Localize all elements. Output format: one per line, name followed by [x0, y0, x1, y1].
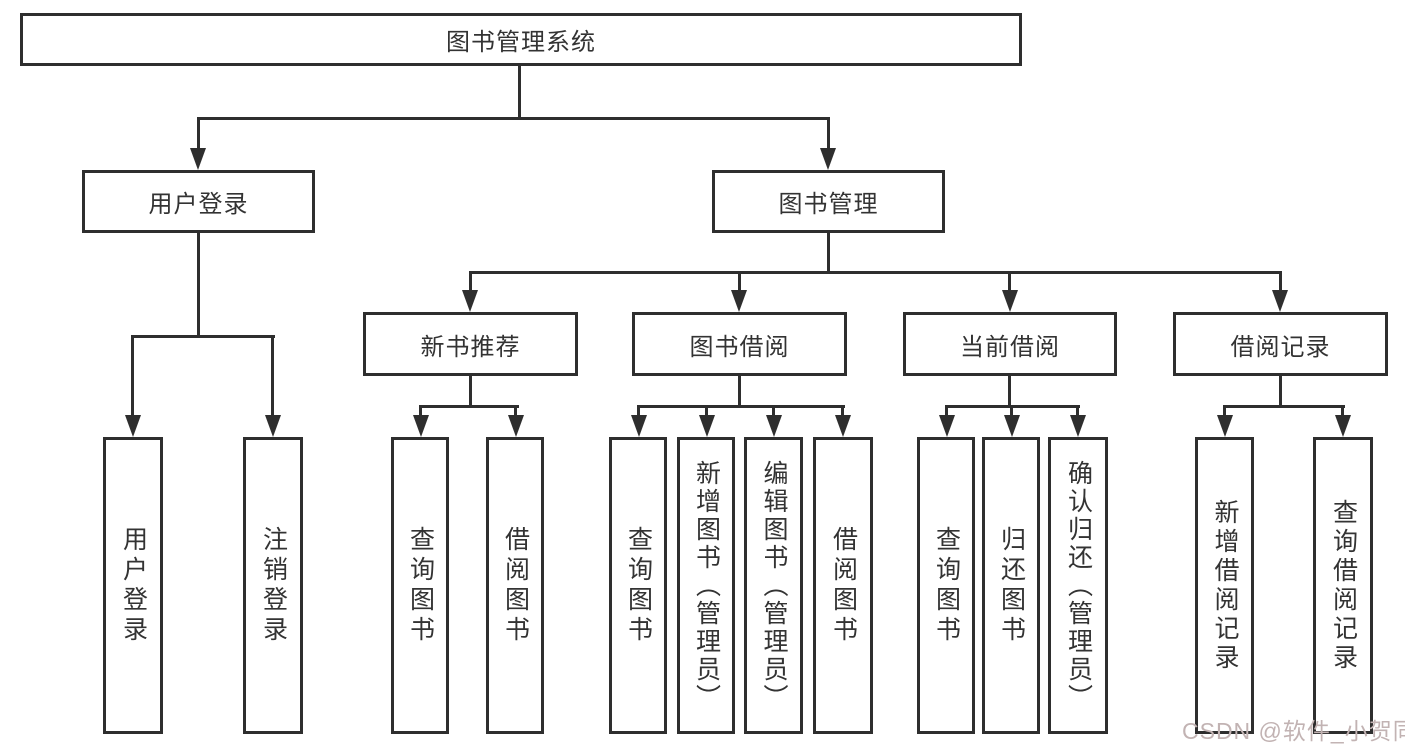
- node-book-management: 图书管理: [712, 170, 945, 233]
- connector-arrow-shaft: [705, 407, 708, 415]
- leaf-user-login: 用户登录: [103, 437, 163, 734]
- arrow-down-icon: [699, 415, 715, 437]
- arrow-down-icon: [125, 415, 141, 437]
- connector-arrow-shaft: [419, 407, 422, 415]
- connector-bb-stem: [738, 376, 741, 405]
- node-label: 新书推荐: [420, 333, 521, 361]
- connector-root-stem: [518, 66, 521, 117]
- leaf-cb-return-book: 归还图书: [982, 437, 1040, 734]
- node-borrow-record: 借阅记录: [1173, 312, 1388, 376]
- connector-rec-hline: [419, 405, 519, 408]
- leaf-label: 用户登录: [119, 525, 148, 646]
- connector-arrow-shaft: [738, 273, 741, 290]
- arrow-down-icon: [631, 415, 647, 437]
- connector-arrow-shaft: [827, 119, 830, 148]
- node-label: 当前借阅: [960, 333, 1060, 361]
- arrow-down-icon: [1002, 290, 1018, 312]
- leaf-bb-query-book: 查询图书: [609, 437, 667, 734]
- node-book-borrow: 图书借阅: [632, 312, 847, 376]
- leaf-bb-add-book: 新增图书（管理员）: [677, 437, 735, 734]
- arrow-down-icon: [1004, 415, 1020, 437]
- leaf-label: 编辑图书（管理员）: [760, 459, 788, 712]
- connector-cb-hline: [945, 405, 1080, 408]
- connector-arrow-shaft: [1076, 407, 1079, 415]
- arrow-down-icon: [1335, 415, 1351, 437]
- leaf-rec-query-book: 查询图书: [391, 437, 449, 734]
- leaf-label: 新增借阅记录: [1211, 498, 1239, 673]
- connector-arrow-shaft: [772, 407, 775, 415]
- watermark: CSDN @软件_小贺同学: [1182, 718, 1405, 744]
- connector-mgmt-hline: [469, 271, 1282, 274]
- connector-login-stem: [197, 233, 200, 335]
- connector-arrow-shaft: [197, 119, 200, 148]
- connector-arrow-shaft: [841, 407, 844, 415]
- arrow-down-icon: [820, 148, 836, 170]
- connector-mgmt-stem: [827, 233, 830, 271]
- arrow-down-icon: [835, 415, 851, 437]
- node-user-login-group: 用户登录: [82, 170, 315, 233]
- leaf-bb-edit-book: 编辑图书（管理员）: [744, 437, 803, 734]
- leaf-cb-confirm-return: 确认归还（管理员）: [1048, 437, 1108, 734]
- connector-arrow-shaft: [1010, 407, 1013, 415]
- arrow-down-icon: [1272, 290, 1288, 312]
- arrow-down-icon: [265, 415, 281, 437]
- arrow-down-icon: [1217, 415, 1233, 437]
- node-label: 用户登录: [148, 191, 249, 218]
- connector-arrow-shaft: [514, 407, 517, 415]
- leaf-logout: 注销登录: [243, 437, 303, 734]
- arrow-down-icon: [731, 290, 747, 312]
- leaf-br-query-record: 查询借阅记录: [1313, 437, 1373, 734]
- leaf-label: 归还图书: [997, 525, 1026, 646]
- node-new-book-recommend: 新书推荐: [363, 312, 578, 376]
- arrow-down-icon: [462, 290, 478, 312]
- node-root-label: 图书管理系统: [446, 29, 596, 56]
- connector-rec-stem: [469, 376, 472, 405]
- connector-bb-hline: [637, 405, 845, 408]
- connector-br-hline: [1223, 405, 1345, 408]
- leaf-label: 查询图书: [932, 525, 961, 646]
- connector-cb-stem: [1008, 376, 1011, 405]
- node-label: 借阅记录: [1230, 333, 1331, 361]
- leaf-rec-borrow-book: 借阅图书: [486, 437, 544, 734]
- leaf-label: 查询图书: [406, 525, 435, 646]
- arrow-down-icon: [766, 415, 782, 437]
- connector-arrow-shaft: [271, 337, 274, 415]
- node-label: 图书借阅: [689, 333, 790, 361]
- arrow-down-icon: [508, 415, 524, 437]
- arrow-down-icon: [413, 415, 429, 437]
- connector-br-stem: [1279, 376, 1282, 405]
- connector-root-hline: [197, 117, 830, 120]
- leaf-label: 注销登录: [259, 525, 288, 646]
- node-root: 图书管理系统: [20, 13, 1022, 66]
- arrow-down-icon: [939, 415, 955, 437]
- leaf-label: 查询图书: [624, 525, 653, 646]
- leaf-label: 借阅图书: [501, 525, 530, 646]
- arrow-down-icon: [1070, 415, 1086, 437]
- leaf-label: 新增图书（管理员）: [692, 459, 721, 712]
- leaf-label: 查询借阅记录: [1329, 498, 1358, 673]
- connector-arrow-shaft: [1279, 273, 1282, 290]
- arrow-down-icon: [190, 148, 206, 170]
- leaf-cb-query-book: 查询图书: [917, 437, 975, 734]
- leaf-label: 确认归还（管理员）: [1064, 459, 1093, 712]
- connector-login-hline: [131, 335, 275, 338]
- leaf-bb-borrow-book: 借阅图书: [813, 437, 873, 734]
- node-current-borrow: 当前借阅: [903, 312, 1117, 376]
- connector-arrow-shaft: [945, 407, 948, 415]
- leaf-br-add-record: 新增借阅记录: [1195, 437, 1254, 734]
- connector-arrow-shaft: [1223, 407, 1226, 415]
- connector-arrow-shaft: [131, 337, 134, 415]
- leaf-label: 借阅图书: [829, 525, 858, 646]
- connector-arrow-shaft: [1341, 407, 1344, 415]
- connector-arrow-shaft: [469, 273, 472, 290]
- connector-arrow-shaft: [637, 407, 640, 415]
- connector-arrow-shaft: [1008, 273, 1011, 290]
- node-label: 图书管理: [778, 191, 879, 218]
